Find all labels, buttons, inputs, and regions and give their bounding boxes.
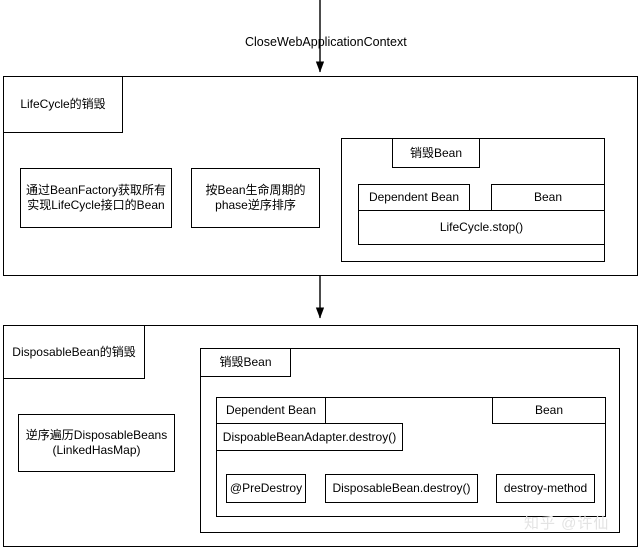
disposablebean-adapter-destroy: DispoableBeanAdapter.destroy() bbox=[216, 423, 403, 451]
callback-disposablebean-destroy: DisposableBean.destroy() bbox=[325, 474, 478, 503]
callback-predestroy: @PreDestroy bbox=[226, 474, 306, 503]
step-iterate-disposables: 逆序遍历DisposableBeans (LinkedHasMap) bbox=[18, 414, 175, 472]
section-disposablebean-label: DisposableBean的销毁 bbox=[3, 325, 145, 379]
bean-disposablebean: Bean bbox=[492, 397, 606, 424]
dependent-bean-lifecycle: Dependent Bean bbox=[358, 184, 470, 211]
section-lifecycle-label: LifeCycle的销毁 bbox=[3, 76, 123, 133]
callback-destroy-method: destroy-method bbox=[496, 474, 595, 503]
flow-entry-label: CloseWebApplicationContext bbox=[245, 35, 407, 49]
zhihu-watermark: 知乎 @许仙 bbox=[524, 515, 610, 532]
lifecycle-stop-action: LifeCycle.stop() bbox=[358, 210, 605, 245]
destroy-bean-group-disposablebean-label: 销毁Bean bbox=[200, 348, 291, 377]
dependent-bean-disposablebean: Dependent Bean bbox=[216, 397, 326, 424]
destroy-bean-group-lifecycle-label: 销毁Bean bbox=[392, 138, 480, 168]
step-sort-phase: 按Bean生命周期的 phase逆序排序 bbox=[191, 168, 320, 228]
bean-lifecycle: Bean bbox=[491, 184, 605, 211]
step-get-beans: 通过BeanFactory获取所有 实现LifeCycle接口的Bean bbox=[20, 168, 172, 228]
